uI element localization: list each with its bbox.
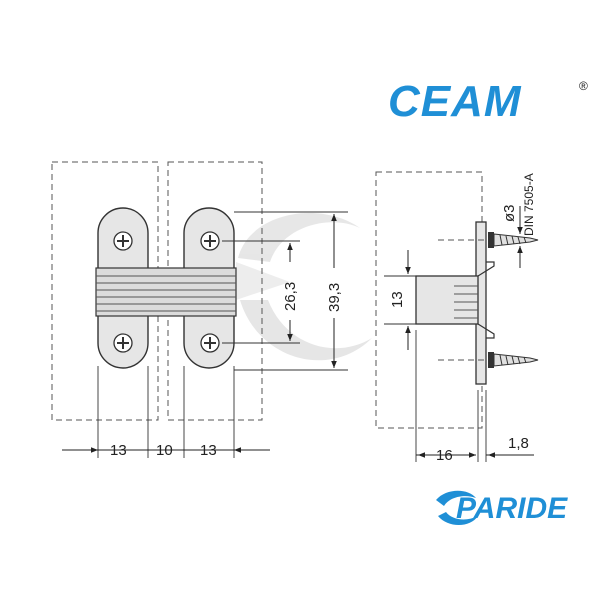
dim-plate-thickness: 1,8 [508, 435, 529, 452]
watermark-swoosh [236, 213, 372, 361]
registered-mark: ® [579, 79, 588, 93]
dim-width-right: 13 [200, 442, 217, 459]
screw-icon [200, 333, 220, 353]
screw-icon [438, 232, 539, 248]
hinge-link-body [95, 267, 237, 317]
screw-icon [113, 231, 133, 251]
dim-body-height: 13 [389, 291, 406, 308]
dim-width-left: 13 [110, 442, 127, 459]
paride-swoosh-icon [436, 490, 478, 525]
hinge-body-side [415, 275, 479, 325]
paride-logo: PARIDE [436, 490, 568, 525]
dim-total-height: 39,3 [326, 283, 343, 312]
dim-screw-spacing: 26,3 [282, 282, 299, 311]
screw-icon [200, 231, 220, 251]
screw-icon [438, 352, 539, 368]
dim-depth: 16 [436, 447, 453, 464]
hinge-side-view: ø3 DIN 7505-A 13 16 1,8 [375, 171, 539, 464]
hinge-front-view: 13 10 13 26,3 39,3 [51, 161, 348, 459]
screw-icon [113, 333, 133, 353]
screw-standard-label: DIN 7505-A [522, 173, 536, 236]
paride-logo-text: PARIDE [456, 492, 568, 525]
ceam-logo: CEAM ® [388, 77, 588, 126]
hinge-link-lines [96, 275, 236, 312]
dim-width-center: 10 [156, 442, 173, 459]
dim-screw-diameter: ø3 [501, 204, 518, 222]
ceam-logo-text: CEAM [388, 77, 522, 126]
